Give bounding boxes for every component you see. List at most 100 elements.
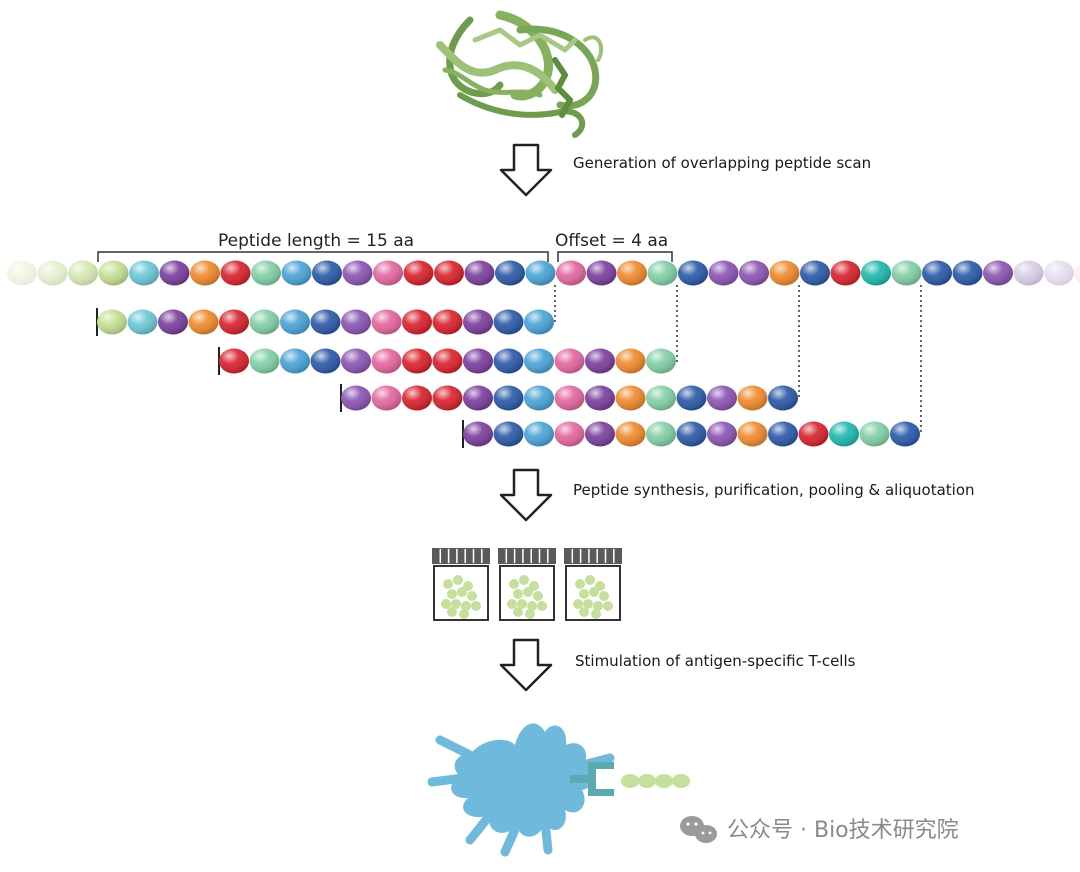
peptide-bead [402,309,432,335]
peptide-bead [615,385,646,411]
peptide-bead [219,309,249,335]
peptide-bead [890,421,920,447]
peptide-bead [615,421,646,447]
overlapping-peptides [96,308,920,448]
sequence-bead [952,260,983,286]
down-arrow-icon [499,143,553,197]
peptide-bead [646,348,676,374]
step-label-stimulation: Stimulation of antigen-specific T-cells [575,652,856,670]
sequence-bead [891,260,922,286]
peptide-length-label: Peptide length = 15 aa [218,231,414,251]
peptide-bead [158,309,188,335]
watermark: 公众号 · Bio技术研究院 [680,816,959,843]
peptide-bead [585,385,615,411]
peptide-bead [493,309,524,335]
step-label-peptide-scan: Generation of overlapping peptide scan [573,154,871,172]
peptide-bead [554,421,585,447]
sequence-bead [37,260,68,286]
sequence-bead [98,260,129,286]
sequence-bead [678,260,708,286]
sequence-bead [830,260,861,286]
peptide-bead [829,421,859,447]
peptide-bead [737,385,768,411]
peptide-chain [218,347,676,375]
sequence-bead [190,260,220,286]
peptide-bead [219,348,249,374]
peptide-bead [127,309,158,335]
sequence-bead [495,260,525,286]
offset-guide-lines [554,285,922,435]
peptide-bead [768,385,798,411]
peptide-bead [402,348,432,374]
peptide-bead [310,309,341,335]
peptide-bead [554,385,585,411]
peptide-bead [585,348,615,374]
peptide-bead [463,385,493,411]
peptide-bead [249,309,280,335]
sequence-bead [342,260,373,286]
peptide-bead [737,421,768,447]
sequence-bead [983,260,1013,286]
sequence-bead [769,260,800,286]
presented-peptide [621,774,690,788]
sequence-bead [1074,263,1080,283]
peptide-bead [676,421,707,447]
sequence-bead [7,260,37,286]
peptide-bead [707,385,737,411]
peptide-bead [554,348,585,374]
peptide-bead [585,421,615,447]
peptide-bead [341,309,371,335]
sequence-bead [1044,260,1074,286]
peptide-bead [341,385,371,411]
sequence-bead [281,260,312,286]
peptide-bead [524,348,554,374]
peptide-bead [97,309,127,335]
sequence-bead [159,260,190,286]
sequence-bead [556,260,586,286]
peptide-bead [524,309,554,335]
protein-structure-icon [436,10,604,138]
peptide-bead [280,348,310,374]
peptide-bead [463,348,493,374]
peptide-length-bracket [97,251,549,262]
peptide-bead [493,385,524,411]
peptide-chain [340,384,798,412]
peptide-bead [188,309,219,335]
wechat-icon [680,816,717,843]
peptide-bead [432,309,463,335]
sequence-bead [586,260,617,286]
sequence-bead [251,260,281,286]
antigen-presenting-cell-icon [427,723,615,857]
sequence-bead [708,260,739,286]
peptide-pool-vials [432,548,622,621]
offset-label: Offset = 4 aa [555,231,668,251]
peptide-bead [493,421,524,447]
peptide-bead [249,348,280,374]
peptide-bead [524,421,554,447]
down-arrow-icon [499,468,553,522]
peptide-bead [341,348,371,374]
watermark-text: 公众号 · Bio技术研究院 [727,818,959,843]
sequence-bead [647,260,678,286]
peptide-bead [402,385,432,411]
peptide-bead [707,421,737,447]
peptide-bead [655,774,673,788]
sequence-bead [434,260,464,286]
peptide-bead [371,309,402,335]
peptide-bead [463,309,493,335]
sequence-bead [220,260,251,286]
t-cell-receptor-icon [570,762,614,796]
peptide-bead [310,348,341,374]
peptide-bead [371,385,402,411]
full-protein-sequence-chain [7,260,1080,286]
peptide-bead [493,348,524,374]
vial-icon [498,548,556,621]
peptide-bead [646,385,676,411]
sequence-bead [312,260,342,286]
sequence-bead [403,260,434,286]
peptide-bead [638,774,656,788]
offset-bracket [557,251,673,262]
peptide-bead [463,421,493,447]
sequence-bead [68,260,98,286]
peptide-bead [621,774,639,788]
